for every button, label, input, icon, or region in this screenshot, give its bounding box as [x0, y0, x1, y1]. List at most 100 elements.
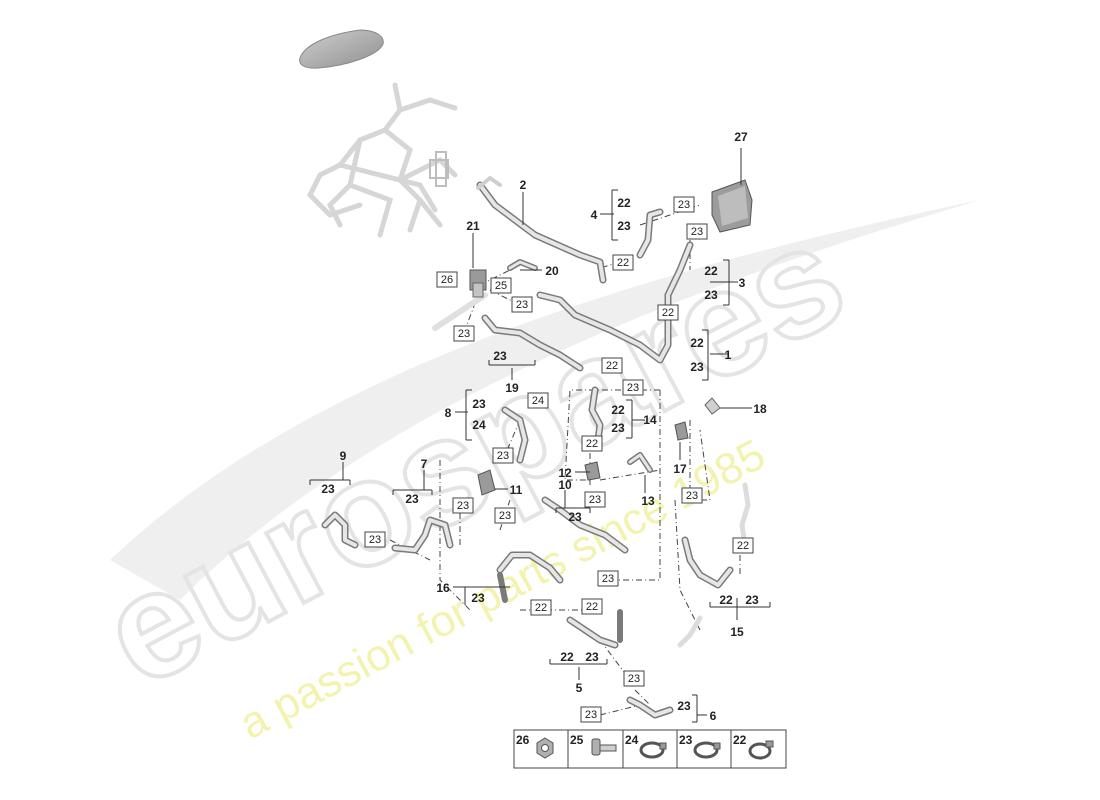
hose-part-7	[391, 516, 454, 554]
group-23: 23	[585, 650, 599, 664]
callout-13: 13	[641, 494, 655, 508]
svg-text:23: 23	[602, 573, 614, 585]
coolant-reservoir	[711, 179, 753, 233]
boxed-ref: 22	[581, 435, 603, 452]
hose-part-20	[507, 259, 538, 271]
callouts: 27 2 4 22 23 21 20 22 23 3 22 23 1 23 19…	[321, 130, 767, 723]
svg-text:26: 26	[516, 733, 530, 747]
group-23: 23	[472, 397, 486, 411]
component-part-11	[477, 469, 496, 496]
svg-text:23: 23	[691, 226, 703, 238]
hose-clamp-icon	[639, 741, 667, 759]
svg-text:25: 25	[570, 733, 584, 747]
boxed-ref: 23	[364, 531, 386, 548]
group-22: 22	[560, 650, 574, 664]
component-part-12	[584, 461, 601, 481]
boxed-ref: 23	[686, 223, 708, 240]
harness-connectors	[429, 151, 449, 187]
group-23: 23	[745, 593, 759, 607]
hose-part-9	[321, 511, 359, 549]
hose-part-3	[664, 241, 694, 309]
watermark-swoosh	[110, 200, 980, 600]
watermark: eurospares a passion for parts since 198…	[74, 188, 980, 749]
svg-text:23: 23	[589, 494, 601, 506]
boxed-ref: 26	[436, 271, 458, 288]
boxed-ref: 22	[581, 598, 603, 615]
svg-text:23: 23	[369, 534, 381, 546]
svg-text:22: 22	[606, 360, 618, 372]
group-24: 24	[472, 418, 486, 432]
hose-clamp-icon	[748, 740, 774, 760]
hose-part-14	[588, 386, 604, 444]
svg-text:23: 23	[458, 328, 470, 340]
hose-part-10	[541, 496, 629, 554]
hose-part-19	[432, 292, 584, 372]
group-23: 23	[690, 360, 704, 374]
boxed-refs: 23 23 22 26 25 23 22 23 22 23 24 22 23 2…	[364, 196, 754, 723]
group-23: 23	[677, 699, 691, 713]
svg-text:23: 23	[627, 382, 639, 394]
svg-text:22: 22	[586, 601, 598, 613]
callout-18: 18	[753, 402, 767, 416]
hose-part-6	[626, 696, 674, 719]
callout-27: 27	[734, 130, 748, 144]
group-22: 22	[690, 336, 704, 350]
svg-text:23: 23	[628, 673, 640, 685]
hose-part-15	[677, 482, 751, 648]
legend: 26 25 24 23	[513, 729, 787, 769]
svg-text:22: 22	[617, 257, 629, 269]
hose-part-5	[566, 609, 623, 649]
boxed-ref: 23	[584, 491, 606, 508]
svg-text:24: 24	[532, 395, 544, 407]
callout-19: 19	[505, 381, 519, 395]
hose-part-2	[476, 176, 607, 284]
boxed-ref: 22	[657, 304, 679, 321]
callout-6: 6	[710, 709, 717, 723]
callout-11: 11	[510, 483, 523, 497]
callout-9: 9	[340, 449, 347, 463]
group-23: 23	[617, 219, 631, 233]
legend-item-22: 22	[733, 733, 774, 760]
group-23: 23	[704, 288, 718, 302]
legend-item-25: 25	[570, 733, 617, 756]
boxed-ref: 23	[673, 196, 695, 213]
svg-text:24: 24	[625, 733, 639, 747]
boxed-ref: 23	[511, 296, 533, 313]
valve-part-21	[469, 269, 487, 298]
callout-4: 4	[591, 208, 598, 222]
svg-text:23: 23	[678, 199, 690, 211]
callout-10: 10	[558, 478, 572, 492]
legend-item-23: 23	[679, 733, 721, 759]
boxed-ref: 23	[597, 570, 619, 587]
svg-text:22: 22	[662, 307, 674, 319]
group-23: 23	[471, 591, 485, 605]
boxed-ref: 23	[494, 507, 516, 524]
svg-text:22: 22	[586, 438, 598, 450]
boxed-ref: 23	[492, 447, 514, 464]
hose-clamp-icon	[693, 741, 721, 759]
svg-text:22: 22	[733, 733, 747, 747]
boxed-ref: 23	[681, 487, 703, 504]
hose-part-8	[501, 406, 529, 464]
callout-17: 17	[673, 462, 687, 476]
svg-text:23: 23	[497, 450, 509, 462]
nut-icon	[536, 737, 554, 759]
svg-text:23: 23	[457, 500, 469, 512]
hose-part-13	[627, 452, 653, 473]
callout-14: 14	[643, 413, 657, 427]
legend-item-26: 26	[516, 733, 554, 759]
callout-5: 5	[576, 681, 583, 695]
svg-text:23: 23	[499, 510, 511, 522]
hoses	[321, 176, 751, 719]
legend-item-24: 24	[625, 733, 667, 759]
callout-1: 1	[725, 348, 732, 362]
boxed-ref: 22	[612, 254, 634, 271]
bolt-icon	[591, 738, 617, 756]
callout-15: 15	[730, 625, 744, 639]
svg-text:22: 22	[535, 602, 547, 614]
component-part-17	[674, 421, 689, 441]
components	[469, 179, 753, 496]
group-22: 22	[704, 264, 718, 278]
boxed-ref: 23	[622, 379, 644, 396]
